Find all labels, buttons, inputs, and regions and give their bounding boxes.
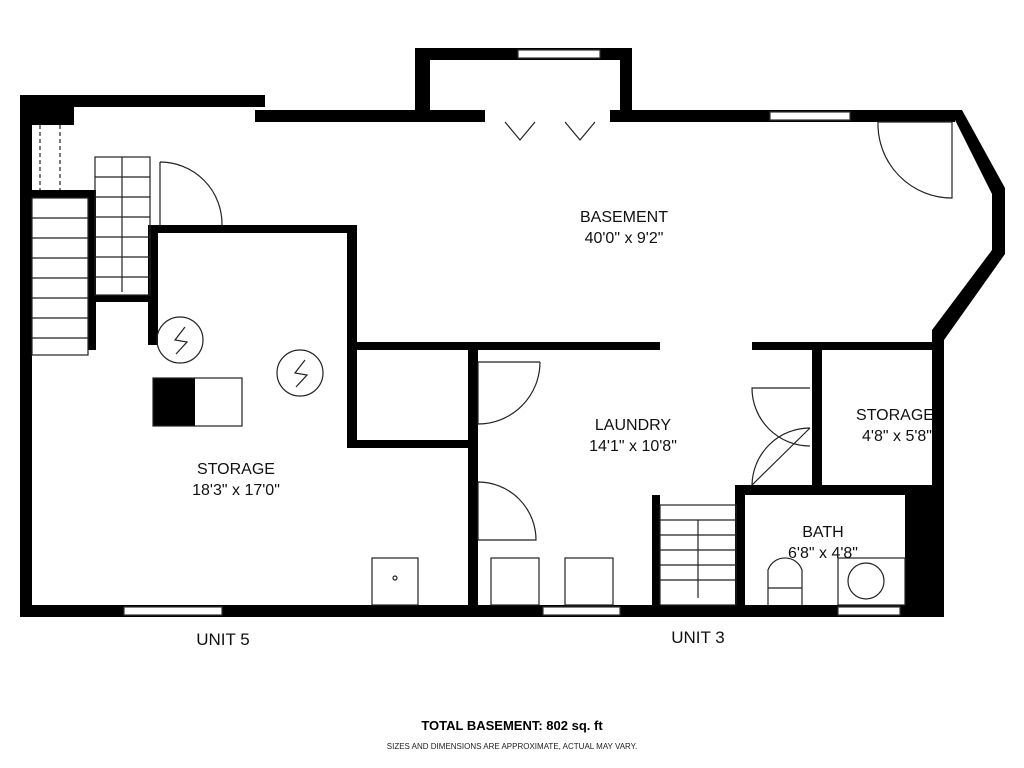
stairs — [31, 125, 737, 606]
unit-5-label: UNIT 5 — [196, 630, 250, 649]
doors — [159, 121, 953, 541]
storage-main-dims: 18'3" x 17'0" — [192, 482, 280, 499]
basement-dims: 40'0" x 9'2" — [585, 230, 664, 247]
bath-name: BATH — [802, 524, 843, 541]
room-labels: BASEMENT 40'0" x 9'2" STORAGE 18'3" x 17… — [192, 209, 934, 649]
laundry-name: LAUNDRY — [595, 417, 672, 434]
bath-dims: 6'8" x 4'8" — [788, 545, 858, 562]
basement-name: BASEMENT — [580, 209, 668, 226]
total-area: TOTAL BASEMENT: 802 sq. ft — [421, 718, 603, 733]
fixtures — [152, 316, 906, 606]
windows — [123, 49, 901, 616]
walls — [20, 48, 1005, 617]
storage-small-dims: 4'8" x 5'8" — [862, 428, 932, 445]
unit-3-label: UNIT 3 — [671, 628, 725, 647]
disclaimer: SIZES AND DIMENSIONS ARE APPROXIMATE, AC… — [386, 742, 638, 751]
storage-small-name: STORAGE — [856, 407, 934, 424]
storage-main-name: STORAGE — [197, 461, 275, 478]
laundry-dims: 14'1" x 10'8" — [589, 438, 677, 455]
